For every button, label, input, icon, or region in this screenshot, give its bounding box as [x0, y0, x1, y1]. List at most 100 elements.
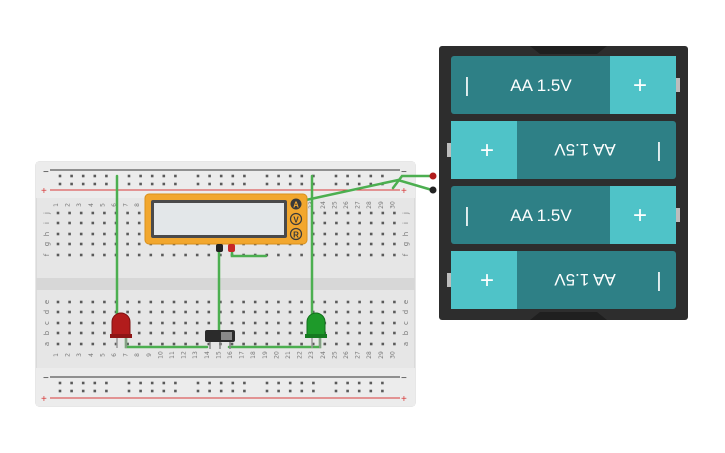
breadboard-hole[interactable] [172, 331, 176, 335]
breadboard-hole[interactable] [137, 300, 141, 304]
rail-hole[interactable] [381, 381, 384, 385]
breadboard-hole[interactable] [300, 321, 303, 325]
rail-hole[interactable] [300, 389, 304, 393]
rail-hole[interactable] [127, 174, 131, 178]
breadboard-hole[interactable] [393, 242, 396, 246]
breadboard-hole[interactable] [346, 331, 350, 335]
breadboard-hole[interactable] [381, 310, 385, 314]
breadboard-hole[interactable] [369, 232, 373, 236]
rail-hole[interactable] [288, 381, 292, 385]
breadboard-hole[interactable] [137, 232, 141, 236]
breadboard-hole[interactable] [79, 221, 83, 225]
breadboard-hole[interactable] [184, 253, 187, 257]
breadboard-hole[interactable] [369, 342, 373, 346]
rail-hole[interactable] [58, 182, 62, 186]
breadboard-hole[interactable] [335, 300, 338, 304]
breadboard-hole[interactable] [335, 310, 338, 314]
breadboard-hole[interactable] [114, 342, 118, 346]
rail-hole[interactable] [93, 389, 97, 393]
breadboard-hole[interactable] [381, 232, 385, 236]
breadboard-hole[interactable] [91, 342, 95, 346]
breadboard-hole[interactable] [346, 232, 350, 236]
breadboard-hole[interactable] [207, 300, 211, 304]
breadboard[interactable]: jjiihhggffeeddccbbaa11223344556677889910… [35, 161, 416, 407]
breadboard-hole[interactable] [172, 300, 176, 304]
breadboard-hole[interactable] [161, 310, 164, 314]
breadboard-hole[interactable] [265, 310, 269, 314]
breadboard-hole[interactable] [195, 310, 199, 314]
breadboard-hole[interactable] [207, 253, 211, 257]
breadboard-hole[interactable] [195, 253, 199, 257]
rail-hole[interactable] [127, 381, 131, 385]
rail-hole[interactable] [243, 381, 246, 385]
breadboard-hole[interactable] [277, 331, 280, 335]
rail-hole[interactable] [231, 174, 235, 178]
breadboard-hole[interactable] [242, 321, 245, 325]
rail-hole[interactable] [139, 174, 142, 178]
rail-hole[interactable] [150, 389, 154, 393]
rail-hole[interactable] [243, 389, 246, 393]
breadboard-hole[interactable] [149, 321, 153, 325]
breadboard-hole[interactable] [358, 242, 361, 246]
breadboard-hole[interactable] [369, 310, 373, 314]
breadboard-hole[interactable] [56, 321, 60, 325]
breadboard-hole[interactable] [381, 221, 385, 225]
breadboard-hole[interactable] [103, 342, 106, 346]
breadboard-hole[interactable] [56, 242, 60, 246]
breadboard-hole[interactable] [230, 300, 234, 304]
rail-hole[interactable] [277, 182, 280, 186]
rail-hole[interactable] [208, 174, 211, 178]
breadboard-hole[interactable] [137, 211, 141, 215]
rail-hole[interactable] [174, 174, 177, 178]
breadboard-hole[interactable] [393, 342, 396, 346]
breadboard-hole[interactable] [369, 300, 373, 304]
rail-hole[interactable] [93, 182, 97, 186]
breadboard-hole[interactable] [79, 342, 83, 346]
breadboard-hole[interactable] [79, 331, 83, 335]
rail-hole[interactable] [127, 182, 131, 186]
breadboard-hole[interactable] [369, 242, 373, 246]
breadboard-hole[interactable] [253, 310, 257, 314]
breadboard-hole[interactable] [335, 232, 338, 236]
rail-hole[interactable] [70, 182, 73, 186]
breadboard-hole[interactable] [68, 300, 71, 304]
breadboard-hole[interactable] [300, 331, 303, 335]
breadboard-hole[interactable] [91, 300, 95, 304]
breadboard-hole[interactable] [381, 331, 385, 335]
breadboard-hole[interactable] [79, 211, 83, 215]
breadboard-hole[interactable] [358, 342, 361, 346]
led-red[interactable] [110, 312, 132, 348]
breadboard-hole[interactable] [79, 300, 83, 304]
rail-hole[interactable] [334, 182, 338, 186]
rail-hole[interactable] [93, 174, 97, 178]
breadboard-hole[interactable] [184, 300, 187, 304]
breadboard-hole[interactable] [103, 232, 106, 236]
rail-hole[interactable] [312, 182, 315, 186]
breadboard-hole[interactable] [137, 221, 141, 225]
rail-hole[interactable] [243, 174, 246, 178]
breadboard-hole[interactable] [335, 211, 338, 215]
wire-rail-to-battery-positive[interactable] [391, 174, 434, 190]
rail-hole[interactable] [265, 389, 269, 393]
breadboard-hole[interactable] [149, 331, 153, 335]
breadboard-hole[interactable] [323, 300, 327, 304]
breadboard-hole[interactable] [207, 310, 211, 314]
rail-hole[interactable] [196, 182, 200, 186]
breadboard-hole[interactable] [265, 342, 269, 346]
rail-hole[interactable] [219, 182, 223, 186]
breadboard-hole[interactable] [335, 253, 338, 257]
breadboard-hole[interactable] [335, 221, 338, 225]
breadboard-hole[interactable] [149, 300, 153, 304]
breadboard-hole[interactable] [346, 242, 350, 246]
rail-hole[interactable] [105, 381, 108, 385]
breadboard-hole[interactable] [335, 331, 338, 335]
breadboard-hole[interactable] [172, 253, 176, 257]
breadboard-hole[interactable] [358, 321, 361, 325]
breadboard-hole[interactable] [323, 232, 327, 236]
breadboard-hole[interactable] [230, 310, 234, 314]
rail-hole[interactable] [174, 182, 177, 186]
breadboard-hole[interactable] [161, 321, 164, 325]
breadboard-hole[interactable] [207, 321, 211, 325]
breadboard-hole[interactable] [323, 242, 327, 246]
breadboard-hole[interactable] [393, 300, 396, 304]
